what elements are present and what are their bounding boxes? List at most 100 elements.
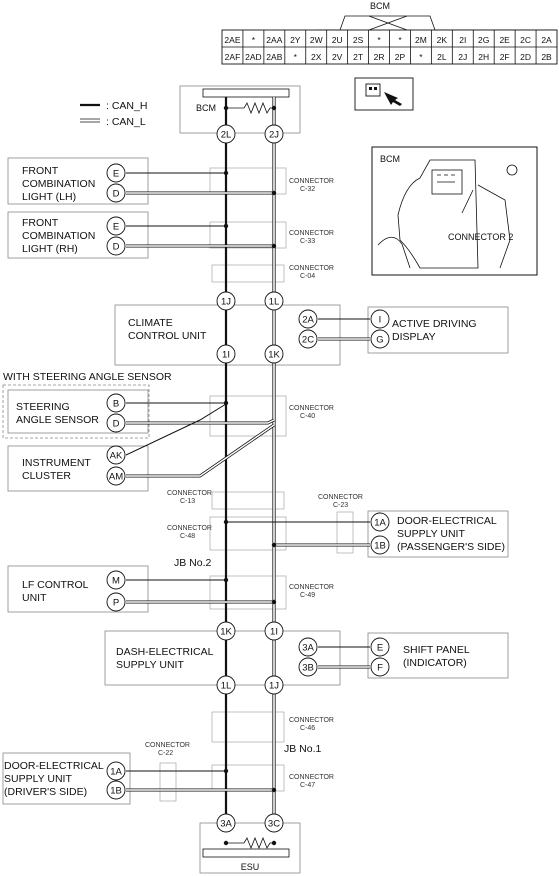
bcm-table-cell: *: [377, 35, 381, 45]
bcm-table-cell: 2W: [310, 35, 323, 45]
pin-label: D: [113, 189, 120, 200]
bcm-table-cell: 2D: [520, 52, 531, 62]
pin-circle-icon: [370, 309, 390, 329]
svg-text:C-49: C-49: [300, 592, 315, 599]
svg-text:ANGLE SENSOR: ANGLE SENSOR: [16, 414, 99, 426]
svg-text:SUPPLY UNIT: SUPPLY UNIT: [397, 528, 465, 540]
splice-dot-icon: [223, 577, 229, 583]
pin-circle-icon: [264, 813, 284, 833]
pin-circle-icon: [106, 466, 126, 486]
svg-text:STEERING: STEERING: [16, 401, 70, 413]
pin-circle-icon: [264, 344, 284, 364]
legend: : CAN_H : CAN_L: [80, 100, 147, 128]
pin-label: AK: [110, 451, 123, 462]
legend-can-l: : CAN_L: [106, 116, 146, 128]
jb1-label: JB No.1: [284, 743, 322, 755]
esu-module: [199, 822, 301, 874]
svg-text:SUPPLY UNIT: SUPPLY UNIT: [116, 659, 184, 671]
svg-text:DASH-ELECTRICAL: DASH-ELECTRICAL: [116, 646, 214, 658]
pin-label: 1I: [222, 350, 230, 361]
bcm-table-cell: 2P: [395, 52, 406, 62]
svg-text:C-22: C-22: [158, 750, 173, 757]
branch-wires: [125, 105, 370, 846]
svg-text:COMBINATION: COMBINATION: [22, 178, 95, 190]
bcm-table-cell: 2A: [541, 35, 552, 45]
pin-label: 3A: [220, 819, 232, 830]
splice-dot-icon: [223, 400, 229, 406]
pin-circle-icon: [106, 592, 126, 612]
svg-text:CONNECTOR: CONNECTOR: [318, 494, 363, 501]
splice-dot-icon: [271, 105, 277, 111]
pin-circle-icon: [106, 163, 126, 183]
splice-dot-icon: [223, 768, 229, 774]
svg-text:CONNECTOR: CONNECTOR: [289, 584, 334, 591]
pin-label: E: [377, 643, 383, 654]
pin-circle-icon: [106, 761, 126, 781]
svg-text:DISPLAY: DISPLAY: [392, 331, 436, 343]
pin-label: B: [113, 399, 119, 410]
pin-circle-icon: [216, 344, 236, 364]
pin-circle-icon: [298, 309, 318, 329]
svg-text:C-04: C-04: [300, 273, 315, 280]
pin-label: 1B: [110, 786, 122, 797]
svg-text:DOOR-ELECTRICAL: DOOR-ELECTRICAL: [4, 760, 104, 772]
svg-text:SUPPLY UNIT: SUPPLY UNIT: [4, 773, 72, 785]
bcm-table-cell: 2L: [437, 52, 447, 62]
splice-dot-icon: [223, 105, 229, 111]
pin-circle-icon: [216, 813, 236, 833]
bcm-table-cell: 2S: [353, 35, 364, 45]
can-h-branch-wire: [125, 403, 227, 456]
pin-label: 1L: [221, 681, 232, 692]
pin-circle-icon: [216, 621, 236, 641]
pin-circle-icon: [298, 657, 318, 677]
bcm-table-cell: 2M: [415, 35, 427, 45]
photo-connector-label: CONNECTOR 2: [448, 232, 513, 242]
svg-text:CONNECTOR: CONNECTOR: [289, 405, 334, 412]
pin-circle-icon: [106, 780, 126, 800]
pin-label: G: [376, 335, 383, 346]
splice-dot-icon: [223, 519, 229, 525]
svg-text:CONNECTOR: CONNECTOR: [289, 774, 334, 781]
svg-text:CONNECTOR: CONNECTOR: [167, 490, 212, 497]
pin-label: D: [113, 242, 120, 253]
door-passenger-module: [367, 510, 509, 558]
bcm-table-cell: 2F: [500, 52, 510, 62]
bcm-table-cell: *: [419, 52, 423, 62]
svg-text:CONNECTOR: CONNECTOR: [167, 525, 212, 532]
pin-label: 1J: [221, 297, 231, 308]
inline-connectors: [159, 167, 354, 802]
bcm-table-cell: 2AF: [225, 52, 241, 62]
bcm-connector-table: BCM 2AE2AF*2AD2AA2AB2Y*2W2X2U2V2S2T*2R*2…: [221, 1, 558, 65]
bcm-photo-inset: BCM CONNECTOR 2: [371, 146, 538, 276]
svg-text:CLUSTER: CLUSTER: [22, 470, 71, 482]
svg-text:SHIFT PANEL: SHIFT PANEL: [403, 644, 470, 656]
splice-dot-icon: [271, 542, 277, 548]
pin-circle-icon: [298, 329, 318, 349]
pin-label: F: [377, 663, 383, 674]
pin-label: 1A: [110, 767, 122, 778]
pin-label: 1K: [220, 627, 232, 638]
pin-label: 1A: [374, 518, 386, 529]
svg-text:LF CONTROL: LF CONTROL: [22, 579, 89, 591]
photo-title: BCM: [380, 154, 400, 164]
pin-circle-icon: [106, 445, 126, 465]
bcm-table-cell: 2J: [458, 52, 467, 62]
pin-circle-icon: [106, 570, 126, 590]
pin-label: 2L: [221, 130, 232, 141]
svg-text:FRONT: FRONT: [22, 165, 59, 177]
svg-text:INSTRUMENT: INSTRUMENT: [22, 457, 91, 469]
bcm-table-cell: 2R: [374, 52, 385, 62]
shift-panel-module: [367, 632, 509, 679]
bcm-table-cell: 2B: [541, 52, 552, 62]
bcm-table-cell: 2U: [332, 35, 343, 45]
pin-label: 3B: [302, 663, 314, 674]
pin-label: I: [379, 315, 382, 326]
pin-label: 1L: [269, 297, 280, 308]
svg-text:FRONT: FRONT: [22, 217, 59, 229]
bcm-table-cell: 2AD: [245, 52, 262, 62]
splice-dot-icon: [271, 787, 277, 793]
pin-label: 3C: [268, 819, 280, 830]
